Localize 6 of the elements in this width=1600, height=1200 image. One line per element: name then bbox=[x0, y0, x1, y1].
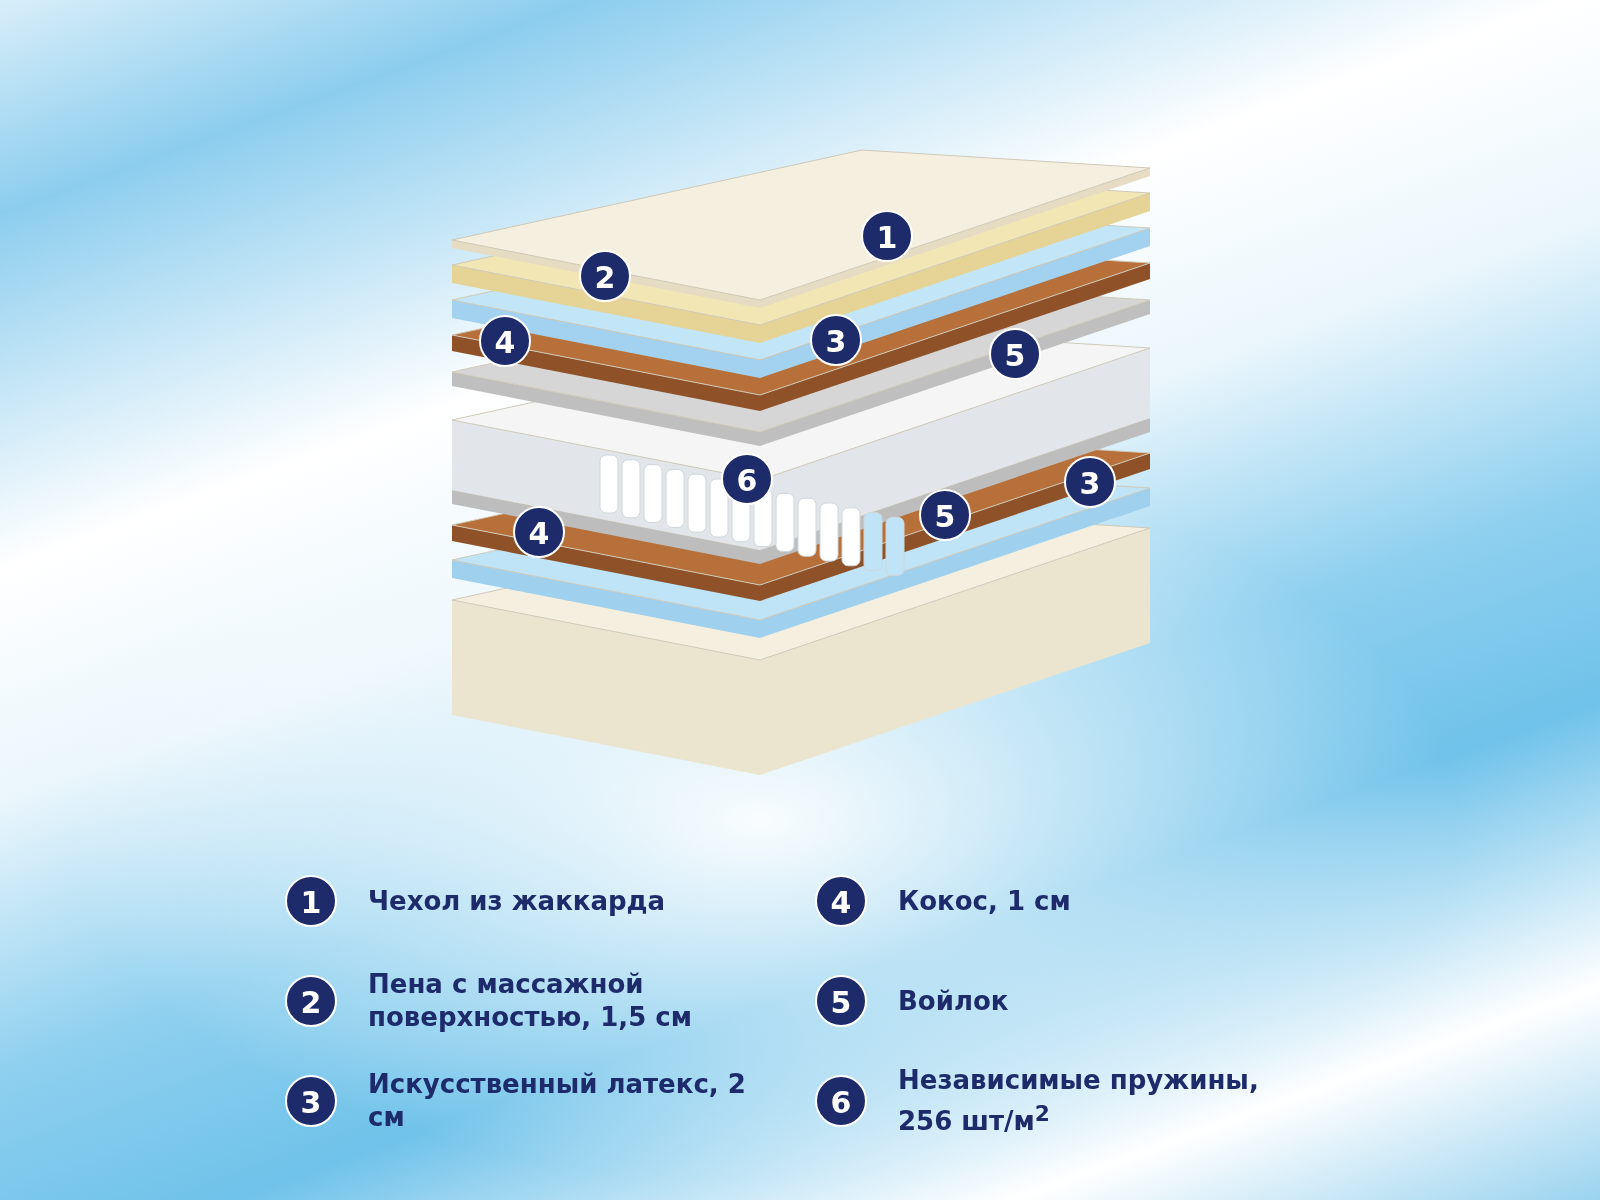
legend-text: Войлок bbox=[898, 984, 1010, 1018]
legend-text: Кокос, 1 см bbox=[898, 884, 1072, 918]
legend-text: Пена с массажной поверхностью, 1,5 см bbox=[368, 968, 694, 1034]
legend-text: Искусственный латекс, 2 см bbox=[368, 1068, 747, 1134]
legend-text: Чехол из жаккарда bbox=[368, 884, 667, 918]
legend-text: Независимые пружины, 256 шт/м$^{2}$ bbox=[898, 1063, 1260, 1139]
